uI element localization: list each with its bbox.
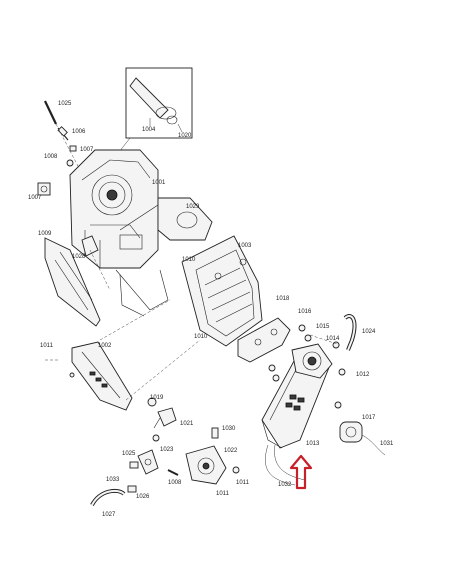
label-1008: 1008 [44,154,58,160]
side-cover [44,237,101,327]
part-labels: 1025 1006 1007 1008 1007 1004 1020 1001 … [28,101,394,518]
label-1017: 1017 [362,415,376,421]
label-1018: 1018 [276,296,290,302]
label-1001: 1001 [152,180,166,186]
fittings [147,397,177,442]
label-1011-b: 1011 [236,480,250,486]
label-1010-a: 1010 [182,257,196,263]
label-1015: 1015 [316,324,330,330]
label-1007-a: 1007 [80,147,94,153]
label-1025-top: 1025 [58,101,72,107]
label-1008-bottom: 1008 [168,480,182,486]
label-1002: 1002 [98,343,112,349]
label-1016: 1016 [298,309,312,315]
label-1021: 1021 [180,421,194,427]
label-1020: 1020 [178,133,192,139]
label-1009: 1009 [38,231,52,237]
label-1027: 1027 [102,512,116,518]
label-1011-c: 1011 [216,491,230,497]
plate-1002 [69,341,133,411]
red-arrow [289,454,313,490]
label-1026: 1026 [136,494,150,500]
label-1007-b: 1007 [28,195,42,201]
pump-1022 [185,427,240,485]
label-1019: 1019 [150,395,164,401]
pipe-1024 [343,314,357,351]
label-1010-b: 1010 [194,334,208,340]
label-1014: 1014 [326,336,340,342]
label-1003: 1003 [238,243,252,249]
label-1012: 1012 [356,372,370,378]
label-1029: 1029 [186,204,200,210]
nozzle [81,235,111,291]
label-1032: 1032 [278,482,292,488]
capacitor-1017 [339,421,386,456]
label-1013: 1013 [306,441,320,447]
frame-1003 [181,235,263,347]
detail-inset [125,67,193,139]
label-1033: 1033 [106,477,120,483]
label-1028: 1028 [72,254,86,260]
motor-assembly [261,343,333,486]
label-1006: 1006 [72,129,86,135]
label-1031: 1031 [380,441,394,447]
valve-assembly [129,449,179,476]
hose-1027 [90,485,137,507]
label-1011-a: 1011 [40,343,54,349]
label-1023: 1023 [160,447,174,453]
left-small-parts [37,100,81,196]
bracket-1018 [237,317,291,363]
motor-fasteners [268,324,346,409]
label-1025-bottom: 1025 [122,451,136,457]
label-1024: 1024 [362,329,376,335]
label-1022: 1022 [224,448,238,454]
label-1030: 1030 [222,426,236,432]
label-1004: 1004 [142,127,156,133]
